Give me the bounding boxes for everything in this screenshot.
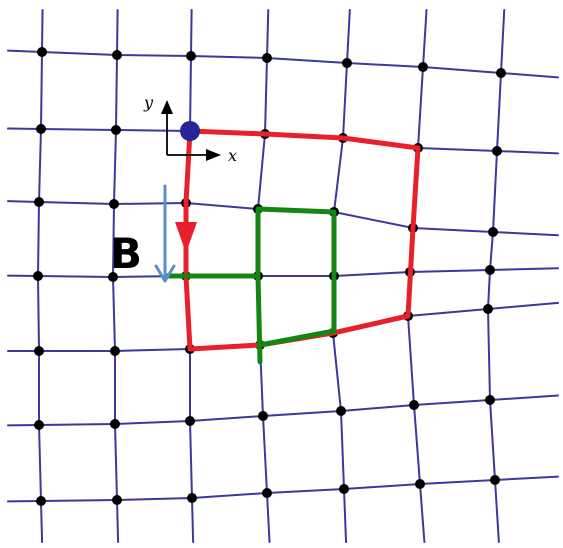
lattice-node — [485, 265, 495, 275]
grid-row-line — [7, 49, 559, 79]
grid-row-line — [7, 301, 559, 352]
green-path — [163, 206, 337, 365]
lattice-node — [109, 199, 119, 209]
grid-row-line — [7, 127, 559, 155]
lattice-node — [262, 53, 272, 63]
lattice-node — [418, 62, 428, 72]
lattice-node — [36, 496, 46, 506]
grid-lines — [7, 9, 559, 543]
lattice-node — [111, 125, 121, 135]
lattice-node — [186, 51, 196, 61]
lattice-node — [37, 47, 47, 57]
lattice-node — [34, 346, 44, 356]
lattice-node — [112, 50, 122, 60]
lattice-node — [33, 271, 43, 281]
lattice-node — [34, 197, 44, 207]
b-label: B — [110, 229, 142, 278]
lattice-node — [34, 420, 44, 430]
lattice-node — [339, 484, 349, 494]
grid-row-line — [7, 267, 559, 279]
axes-icon — [161, 100, 221, 161]
lattice-node — [415, 479, 425, 489]
lattice-node — [488, 227, 498, 237]
grid-row-line — [7, 200, 559, 237]
b-field-arrow — [154, 184, 176, 283]
lattice-node — [490, 475, 500, 485]
red-arrowhead — [175, 222, 197, 253]
lattice-node — [485, 395, 495, 405]
lattice-node — [342, 58, 352, 68]
lattice-node — [36, 124, 46, 134]
grid-column-line — [486, 9, 506, 543]
grid-row-line — [7, 394, 559, 427]
lattice-node — [258, 411, 268, 421]
lattice-node — [483, 304, 493, 314]
lattice-node — [185, 416, 195, 426]
lattice-node — [496, 68, 506, 78]
lattice-node — [112, 495, 122, 505]
red-loop-path — [183, 128, 421, 352]
lattice-node — [492, 146, 502, 156]
lattice-node — [110, 346, 120, 356]
lattice-node — [108, 272, 118, 282]
lattice-node — [336, 406, 346, 416]
x-axis-label: x — [228, 146, 237, 165]
lattice-node — [262, 488, 272, 498]
origin-marker — [180, 121, 200, 141]
lattice-node — [187, 493, 197, 503]
y-axis-label: y — [143, 93, 154, 112]
lattice-node — [110, 419, 120, 429]
lattice-node — [409, 400, 419, 410]
grid-row-line — [7, 475, 559, 503]
